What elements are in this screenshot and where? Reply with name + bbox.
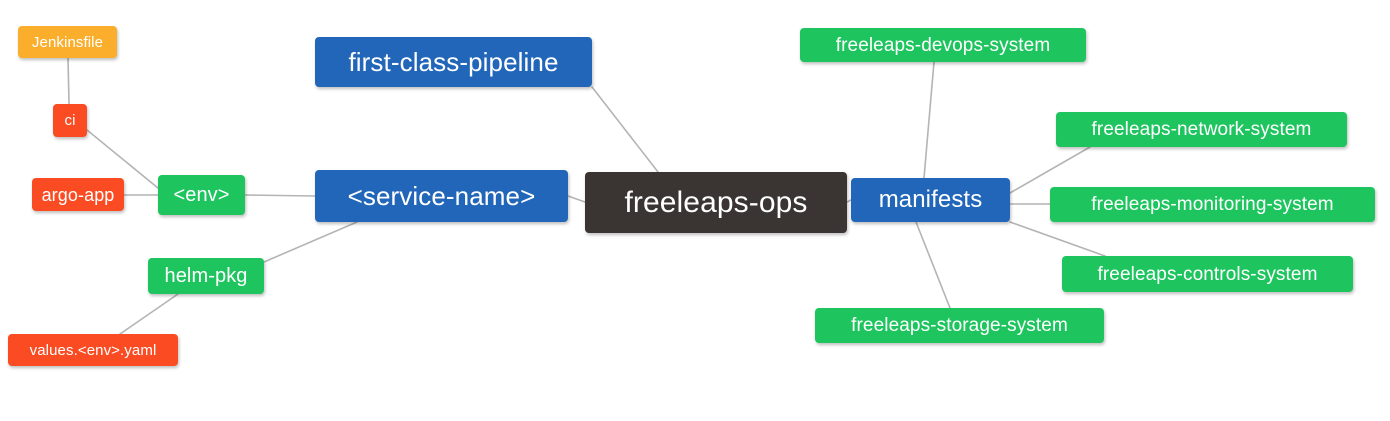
- edge-env-to-ci: [86, 129, 159, 189]
- edge-freeleaps-ops-to-service-name: [567, 195, 586, 203]
- node-helm-pkg[interactable]: helm-pkg: [148, 258, 264, 294]
- edge-freeleaps-ops-to-first-class-pipeline: [591, 86, 659, 173]
- node-manifests[interactable]: manifests: [851, 178, 1010, 222]
- node-jenkinsfile[interactable]: Jenkinsfile: [18, 26, 117, 58]
- edge-manifests-to-freeleaps-controls-system: [1009, 221, 1106, 257]
- node-freeleaps-storage-system[interactable]: freeleaps-storage-system: [815, 308, 1104, 343]
- edge-service-name-to-env: [244, 194, 316, 197]
- edge-ci-to-jenkinsfile: [67, 57, 70, 105]
- edge-manifests-to-freeleaps-devops-system: [923, 61, 935, 179]
- node-freeleaps-controls-system[interactable]: freeleaps-controls-system: [1062, 256, 1353, 292]
- edge-freeleaps-ops-to-manifests: [846, 199, 852, 203]
- node-service-name[interactable]: <service-name>: [315, 170, 568, 222]
- edge-manifests-to-freeleaps-network-system: [1009, 146, 1091, 194]
- node-values-env-yaml[interactable]: values.<env>.yaml: [8, 334, 178, 366]
- node-ci[interactable]: ci: [53, 104, 87, 137]
- node-freeleaps-ops[interactable]: freeleaps-ops: [585, 172, 847, 233]
- edge-service-name-to-helm-pkg: [263, 221, 358, 263]
- edge-helm-pkg-to-values-env-yaml: [119, 293, 179, 335]
- node-freeleaps-monitoring-system[interactable]: freeleaps-monitoring-system: [1050, 187, 1375, 222]
- node-env[interactable]: <env>: [158, 175, 245, 215]
- node-freeleaps-network-system[interactable]: freeleaps-network-system: [1056, 112, 1347, 147]
- node-argo-app[interactable]: argo-app: [32, 178, 124, 211]
- node-freeleaps-devops-system[interactable]: freeleaps-devops-system: [800, 28, 1086, 62]
- edge-manifests-to-freeleaps-storage-system: [915, 221, 951, 309]
- node-first-class-pipeline[interactable]: first-class-pipeline: [315, 37, 592, 87]
